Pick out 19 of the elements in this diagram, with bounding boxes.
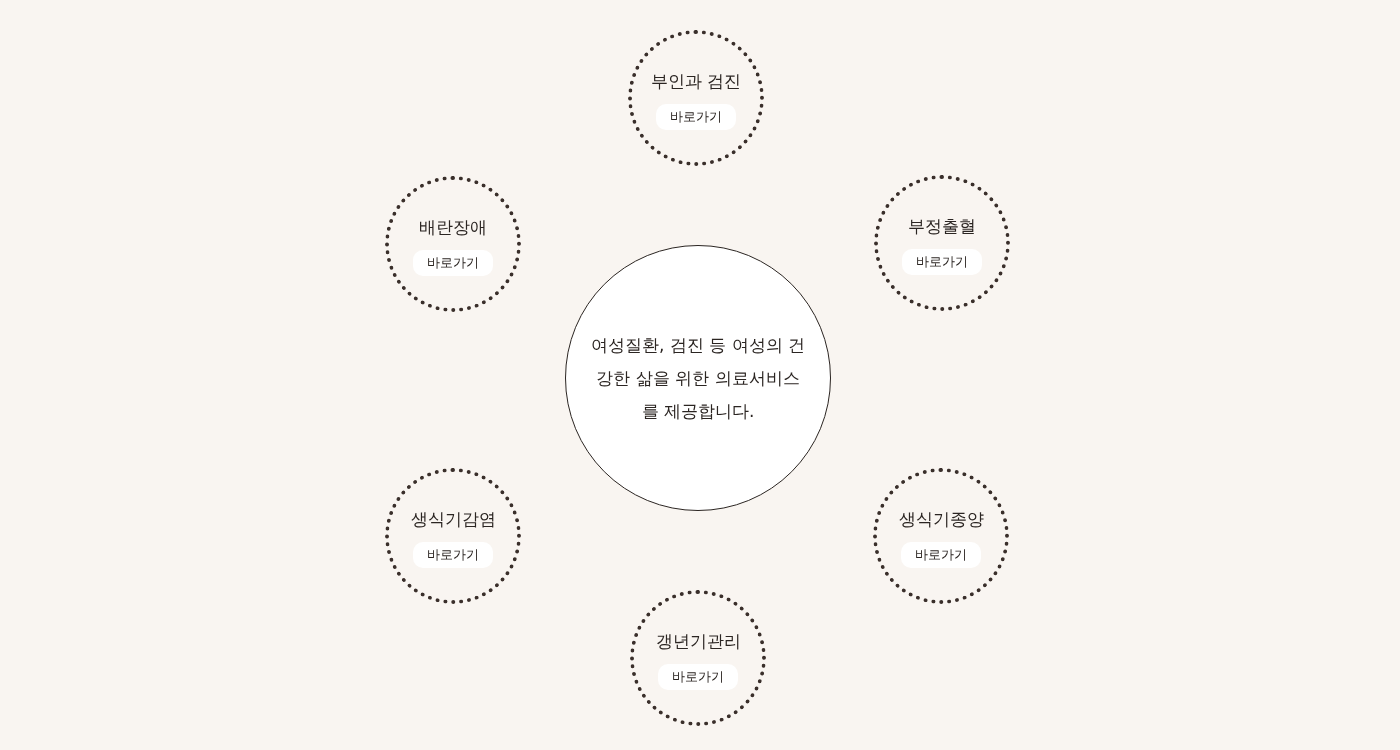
dotted-category-circle — [385, 176, 521, 312]
shortcut-button: 바로가기 — [902, 249, 982, 275]
category-title: 생식기종양 — [897, 508, 985, 531]
shortcut-button: 바로가기 — [901, 542, 981, 568]
dotted-category-circle — [628, 30, 764, 166]
shortcut-button: 바로가기 — [658, 664, 738, 690]
category-title: 부정출혈 — [907, 215, 977, 238]
dotted-category-circle — [874, 175, 1010, 311]
shortcut-button: 바로가기 — [656, 104, 736, 130]
shortcut-button: 바로가기 — [413, 542, 493, 568]
dotted-category-circle — [385, 468, 521, 604]
dotted-category-circle — [630, 590, 766, 726]
category-title: 갱년기관리 — [654, 630, 742, 653]
category-title: 부인과 검진 — [649, 70, 743, 93]
shortcut-button: 바로가기 — [413, 250, 493, 276]
category-title: 생식기감염 — [409, 508, 497, 531]
category-title: 배란장애 — [418, 216, 488, 239]
dotted-category-circle — [873, 468, 1009, 604]
intro-text: 여성질환, 검진 등 여성의 건강한 삶을 위한 의료서비스를 제공합니다. — [590, 333, 806, 423]
